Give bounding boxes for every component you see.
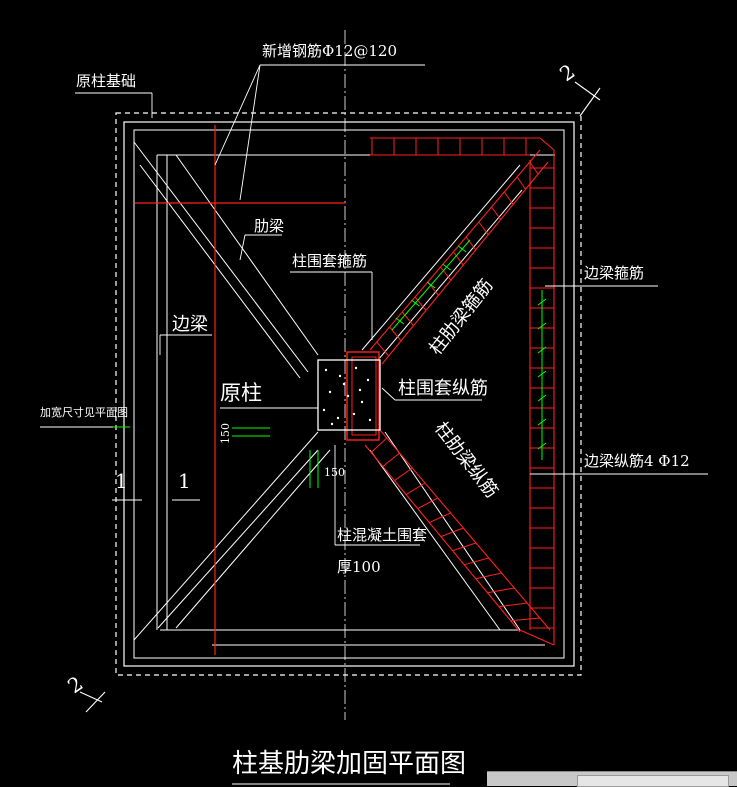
rib-stirrup (499, 602, 528, 608)
green-ticks (395, 245, 547, 450)
hatch-dot (354, 366, 358, 370)
green-tick (537, 394, 547, 402)
hatch-dot (366, 378, 370, 382)
label-orig-column: 原柱 (220, 381, 262, 405)
hatch-dot (360, 400, 364, 404)
label-thickness: 厚100 (337, 558, 381, 576)
rib-stirrup (516, 176, 527, 190)
rib-stirrup (440, 527, 464, 538)
label-rib-beam: 肋梁 (254, 217, 284, 235)
lower-right-rib-rebar (364, 429, 551, 633)
section-1-left: 1 (115, 469, 128, 493)
rib-stirrup (405, 482, 426, 495)
rib-stirrup (491, 206, 502, 220)
leader-lines (40, 64, 708, 785)
status-bar (487, 771, 737, 787)
green-tick (411, 299, 420, 307)
green-tick (537, 322, 547, 330)
label-edge-beam-stirrup: 边梁箍筋 (584, 264, 644, 282)
column-hatch-dots (322, 366, 372, 426)
rib-stirrup (503, 191, 514, 205)
hatch-dot (322, 408, 326, 412)
rib-stirrup (440, 266, 452, 281)
outer-dashed-boundary (115, 112, 582, 676)
edge-beam-lines (156, 154, 555, 646)
rib-stirrup (452, 542, 477, 552)
rib-stirrup (510, 617, 540, 622)
label-rib-beam-long: 柱肋梁纵筋 (430, 418, 502, 502)
rib-stirrup (464, 557, 489, 566)
rib-stirrup (417, 497, 439, 510)
hatch-dot (324, 368, 328, 372)
dim-150-horizontal: 150 (324, 466, 345, 479)
foundation-outline-outer (123, 121, 575, 667)
upper-right-rib-rebar (369, 149, 549, 365)
hatch-dot (338, 374, 342, 378)
green-tick (537, 370, 547, 378)
hatch-dot (368, 418, 372, 422)
dim-150-vertical: 150 (219, 423, 232, 444)
dimension-marks (113, 239, 543, 488)
hatch-dot (330, 422, 334, 426)
rib-stirrup (389, 326, 402, 342)
rib-stirrup (429, 512, 451, 524)
lower-rib-stirrups (370, 437, 540, 622)
hatch-dot (328, 390, 332, 394)
foundation-outline-inner (133, 129, 565, 659)
green-tick (426, 281, 436, 289)
green-tick (537, 442, 547, 450)
rib-stirrup (475, 572, 502, 580)
section-marks (79, 81, 601, 713)
new-rebar-lines (135, 125, 345, 655)
rib-stirrup (401, 311, 414, 326)
label-new-rebar: 新增钢筋Φ12@120 (262, 42, 397, 60)
rib-stirrup (382, 452, 400, 467)
hatch-dot (336, 416, 340, 420)
rib-stirrup (414, 296, 427, 311)
rib-beams (133, 141, 523, 641)
rib-stirrup (376, 341, 390, 357)
label-edge-beam: 边梁 (172, 314, 208, 335)
green-tick (457, 245, 467, 253)
edge-beam-stirrups (371, 138, 554, 629)
label-col-jacket-stirrup: 柱围套箍筋 (292, 252, 367, 270)
label-edge-beam-long: 边梁纵筋4 Φ12 (584, 452, 690, 470)
hatch-dot (342, 382, 346, 386)
hatch-dot (346, 394, 350, 398)
section-1-right: 1 (178, 469, 191, 493)
green-tick (442, 263, 451, 271)
green-tick (537, 418, 547, 426)
rib-stirrup (478, 221, 489, 236)
rib-stirrup (394, 467, 413, 481)
label-widen-note: 加宽尺寸见平面图 (40, 405, 128, 419)
label-concrete-jacket: 柱混凝土围套 (337, 526, 427, 544)
right-edge-beam-rebar (370, 137, 555, 646)
label-orig-foundation: 原柱基础 (76, 72, 136, 90)
rib-stirrup (487, 587, 515, 594)
original-column (317, 359, 381, 431)
hatch-dot (358, 388, 362, 392)
rib-stirrup (465, 236, 477, 251)
green-tick (395, 317, 405, 325)
label-col-jacket-long: 柱围套纵筋 (398, 378, 488, 399)
status-bar-field (577, 775, 729, 787)
rib-stirrup (370, 437, 388, 453)
hatch-dot (352, 412, 356, 416)
column-jacket-rebar-inner (351, 356, 377, 436)
drawing-title: 柱基肋梁加固平面图 (232, 749, 466, 779)
rib-stirrup (529, 161, 539, 175)
rib-stirrup (452, 251, 464, 266)
green-tick (537, 346, 547, 354)
label-rib-beam-stirrup: 柱肋梁箍筋 (425, 275, 497, 359)
green-tick (537, 298, 547, 306)
upper-rib-stirrups (376, 161, 539, 357)
